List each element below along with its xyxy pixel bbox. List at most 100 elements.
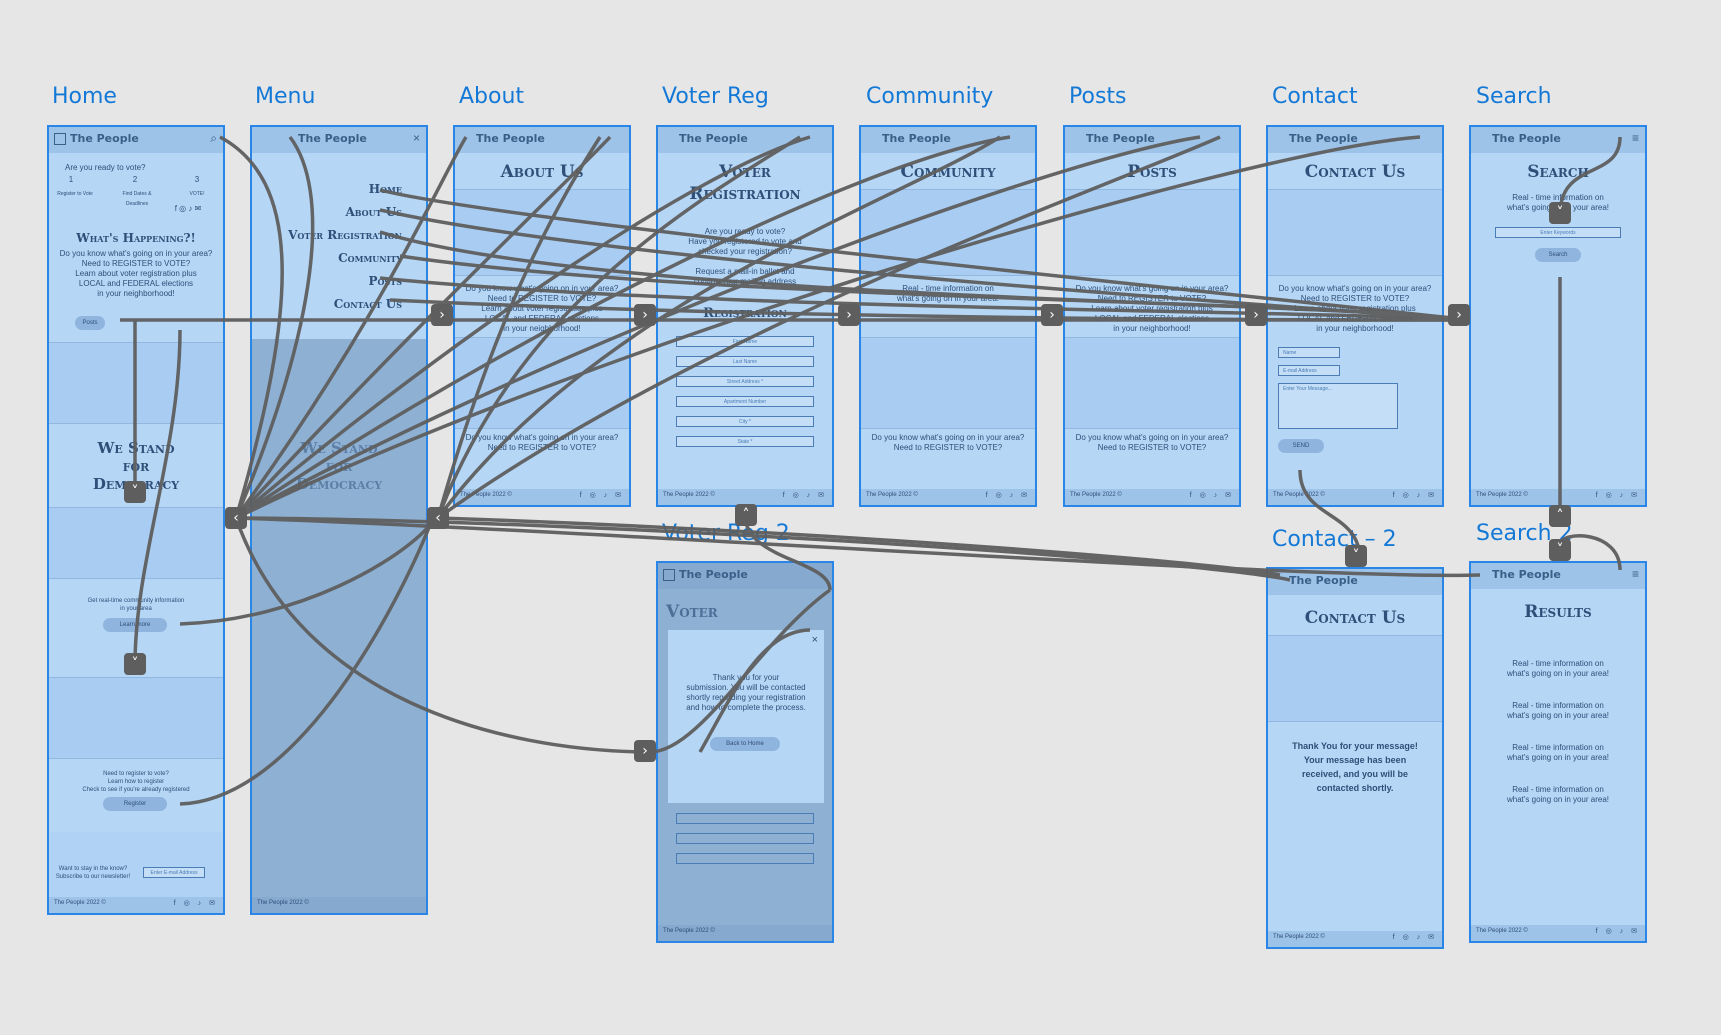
chevron-down-icon[interactable]: ˅ (124, 653, 146, 675)
city-field[interactable]: City * (676, 416, 814, 427)
search-button[interactable]: Search (1535, 248, 1581, 262)
first-name-field[interactable]: First Name (676, 336, 814, 347)
menu-item-about[interactable]: About Us (345, 205, 402, 219)
image-placeholder (861, 337, 1035, 429)
ready-text: Are you ready to vote? (65, 163, 146, 172)
chevron-down-icon[interactable]: ˅ (124, 481, 146, 503)
chevron-right-icon[interactable]: › (1448, 304, 1470, 326)
apartment-field[interactable]: Apartment Number (676, 396, 814, 407)
artboard-contact-2[interactable]: The People Contact Us Thank You for your… (1266, 567, 1444, 949)
chevron-right-icon[interactable]: › (634, 304, 656, 326)
last-name-field[interactable]: Last Name (676, 356, 814, 367)
newsletter-email-input[interactable]: Enter E-mail Address (143, 867, 205, 878)
artboard-community[interactable]: The People Community Real - time informa… (859, 125, 1037, 507)
artboard-menu[interactable]: The People × Home About Us Voter Registr… (250, 125, 428, 915)
board-title-home[interactable]: Home (52, 84, 117, 109)
footer-social-icons[interactable]: f ◎ ♪ ✉ (985, 492, 1030, 499)
artboard-home[interactable]: The People ⌕ Are you ready to vote? 1 2 … (47, 125, 225, 915)
close-icon[interactable]: × (412, 131, 420, 145)
chevron-down-icon[interactable]: ˅ (1549, 539, 1571, 561)
hamburger-icon[interactable]: ≡ (1631, 131, 1639, 145)
social-icons[interactable]: f ◎ ♪ ✉ (174, 204, 202, 213)
message-field[interactable]: Enter Your Message... (1278, 383, 1398, 429)
confirmation-modal[interactable]: × Thank you for your submission. You wil… (668, 630, 824, 803)
register-button[interactable]: Register (103, 797, 167, 811)
send-button[interactable]: SEND (1278, 439, 1324, 453)
close-icon[interactable]: × (811, 634, 818, 646)
step-1[interactable]: 1 (68, 175, 74, 184)
chevron-right-icon[interactable]: › (1041, 304, 1063, 326)
artboard-posts[interactable]: The People Posts Do you know what's goin… (1063, 125, 1241, 507)
menu-item-community[interactable]: Community (338, 251, 402, 265)
chevron-down-icon[interactable]: ˅ (1549, 202, 1571, 224)
contact-heading: Contact Us (1304, 162, 1406, 182)
image-placeholder (455, 189, 629, 276)
name-field[interactable]: Name (1278, 347, 1340, 358)
chevron-left-icon[interactable]: ‹ (427, 507, 449, 529)
artboard-about[interactable]: The People About Us Do you know what's g… (453, 125, 631, 507)
board-title-search[interactable]: Search (1476, 84, 1552, 109)
board-title-voter-reg-2[interactable]: Voter Reg 2 (662, 521, 790, 546)
board-title-posts[interactable]: Posts (1069, 84, 1127, 109)
result-item[interactable]: Real - time information on what's going … (1506, 785, 1610, 804)
street-address-field[interactable]: Street Address * (676, 376, 814, 387)
board-title-community[interactable]: Community (866, 84, 994, 109)
state-field[interactable]: State * (676, 436, 814, 447)
artboard-search-2[interactable]: The People ≡ Results Real - time informa… (1469, 561, 1647, 943)
chevron-down-icon[interactable]: ˅ (1345, 545, 1367, 567)
footer-social-icons[interactable]: f ◎ ♪ ✉ (173, 900, 218, 907)
footer-social-icons[interactable]: f ◎ ♪ ✉ (1595, 928, 1640, 935)
learn-more-button[interactable]: Learn more (103, 618, 167, 632)
footer-social-icons[interactable]: f ◎ ♪ ✉ (1595, 492, 1640, 499)
field (676, 853, 814, 864)
header: The People (861, 127, 1035, 153)
menu-item-voter-registration[interactable]: Voter Registration (288, 228, 402, 242)
footer-social-icons[interactable]: f ◎ ♪ ✉ (1392, 492, 1437, 499)
artboard-contact[interactable]: The People Contact Us Do you know what's… (1266, 125, 1444, 507)
search-input[interactable]: Enter Keywords (1495, 227, 1621, 238)
board-title-about[interactable]: About (459, 84, 525, 109)
footer-text: The People 2022 © (54, 900, 106, 906)
chevron-left-icon[interactable]: ‹ (225, 507, 247, 529)
chevron-right-icon[interactable]: › (1245, 304, 1267, 326)
step-2[interactable]: 2 (132, 175, 138, 184)
search-icon[interactable]: ⌕ (210, 131, 217, 145)
hamburger-icon[interactable]: ≡ (1631, 567, 1639, 581)
registration-heading: Registration (703, 306, 787, 321)
board-title-voter-reg[interactable]: Voter Reg (662, 84, 769, 109)
chevron-up-icon[interactable]: ˄ (1549, 505, 1571, 527)
result-item[interactable]: Real - time information on what's going … (1506, 701, 1610, 720)
artboard-search[interactable]: The People ≡ Search Real - time informat… (1469, 125, 1647, 507)
header: The People ≡ (1471, 127, 1645, 153)
result-item[interactable]: Real - time information on what's going … (1506, 743, 1610, 762)
artboard-voter-reg[interactable]: The People Voter Registration Are you re… (656, 125, 834, 507)
logo-text: The People (679, 568, 748, 581)
board-title-contact[interactable]: Contact (1272, 84, 1358, 109)
chevron-right-icon[interactable]: › (838, 304, 860, 326)
footer: The People 2022 ©f ◎ ♪ ✉ (455, 489, 629, 505)
chevron-up-icon[interactable]: ˄ (735, 504, 757, 526)
posts-button[interactable]: Posts (75, 316, 105, 330)
footer-social-icons[interactable]: f ◎ ♪ ✉ (1392, 934, 1437, 941)
menu-item-home[interactable]: Home (368, 182, 402, 196)
result-item[interactable]: Real - time information on what's going … (1506, 659, 1610, 678)
thanks-text: Thank You for your message! Your message… (1292, 741, 1418, 793)
footer: The People 2022 ©f ◎ ♪ ✉ (1268, 489, 1442, 505)
email-field[interactable]: E-mail Address (1278, 365, 1340, 376)
footer-social-icons[interactable]: f ◎ ♪ ✉ (1189, 492, 1234, 499)
artboard-voter-reg-2[interactable]: The People Voter × Thank you for your su… (656, 561, 834, 943)
back-to-home-button[interactable]: Back to Home (710, 737, 780, 751)
stand-heading: We Stand for Democracy (295, 439, 383, 493)
image-placeholder (49, 342, 223, 424)
menu-item-posts[interactable]: Posts (368, 274, 403, 288)
chevron-right-icon[interactable]: › (634, 740, 656, 762)
footer-social-icons[interactable]: f ◎ ♪ ✉ (782, 492, 827, 499)
board-title-menu[interactable]: Menu (255, 84, 316, 109)
logo-text: The People (1086, 132, 1155, 145)
board-title-contact-2[interactable]: Contact – 2 (1272, 527, 1397, 552)
step-3[interactable]: 3 (194, 175, 200, 184)
image-placeholder (49, 677, 223, 759)
chevron-right-icon[interactable]: › (431, 304, 453, 326)
menu-item-contact[interactable]: Contact Us (333, 297, 402, 311)
footer-social-icons[interactable]: f ◎ ♪ ✉ (579, 492, 624, 499)
